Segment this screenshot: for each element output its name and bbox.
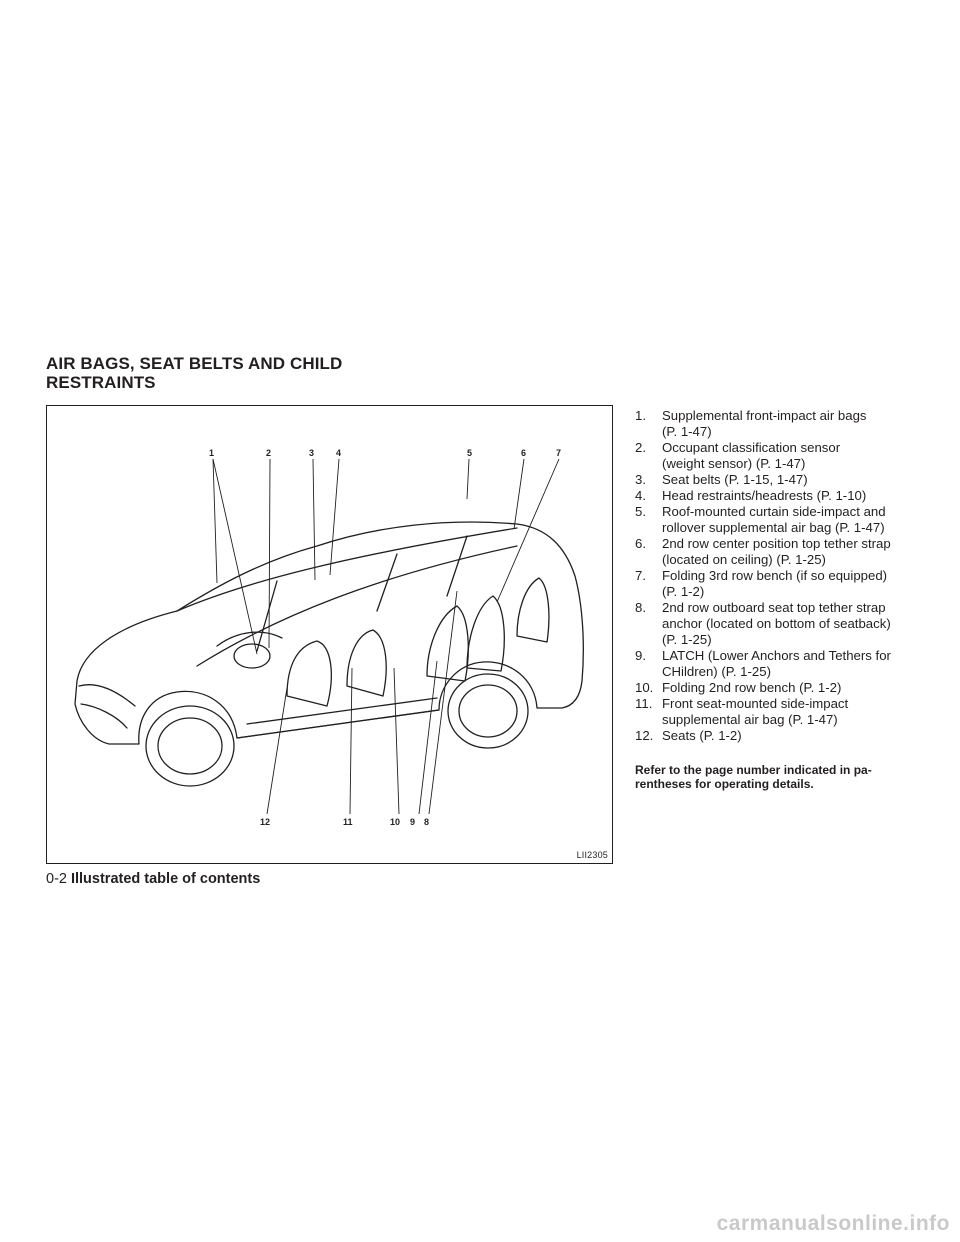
legend-num: 5. (635, 504, 646, 519)
legend-num: 4. (635, 488, 646, 503)
legend-num: 1. (635, 408, 646, 423)
reference-note: Refer to the page number indicated in pa… (635, 763, 935, 791)
legend-num: 11. (635, 696, 653, 711)
legend-text: LATCH (Lower Anchors and Tethers for (662, 648, 891, 663)
legend-item-1: 1. Supplemental front-impact air bags(P. … (635, 408, 925, 440)
callout-3: 3 (309, 448, 314, 458)
legend-num: 3. (635, 472, 646, 487)
callout-6: 6 (521, 448, 526, 458)
legend-num: 9. (635, 648, 646, 663)
legend-text: Front seat-mounted side-impact (662, 696, 849, 711)
section-title-line-2: RESTRAINTS (46, 373, 156, 392)
callout-11: 11 (343, 817, 353, 827)
legend-num: 6. (635, 536, 646, 551)
legend-text: (weight sensor) (P. 1-47) (662, 456, 806, 471)
legend-text: (P. 1-25) (662, 632, 712, 647)
legend-text: Supplemental front-impact air bags (662, 408, 867, 423)
legend-text: (located on ceiling) (P. 1-25) (662, 552, 826, 567)
callout-2: 2 (266, 448, 271, 458)
callout-9: 9 (410, 817, 415, 827)
legend-item-2: 2. Occupant classification sensor(weight … (635, 440, 925, 472)
front-seat-shape (286, 640, 332, 707)
note-line-2: rentheses for operating details. (635, 777, 814, 791)
callout-4: 4 (336, 448, 341, 458)
legend-text: (P. 1-2) (662, 584, 705, 599)
legend-num: 8. (635, 600, 646, 615)
watermark: carmanualsonline.info (716, 1212, 950, 1235)
legend-item-8: 8. 2nd row outboard seat top tether strap… (635, 600, 925, 648)
legend-num: 2. (635, 440, 646, 455)
second-row-seat-shape (426, 605, 469, 682)
callout-1: 1 (209, 448, 214, 458)
legend-text: Seats (P. 1-2) (662, 728, 742, 743)
legend-item-10: 10. Folding 2nd row bench (P. 1-2) (635, 680, 925, 696)
legend-list: 1.Supplemental front-impact air bags(P. … (635, 408, 925, 744)
legend-text: Occupant classification sensor (662, 440, 841, 455)
legend-num: 7. (635, 568, 646, 583)
legend-text: (P. 1-47) (662, 424, 712, 439)
legend-item-3: 3. Seat belts (P. 1-15, 1-47) (635, 472, 925, 488)
legend-text: Head restraints/headrests (P. 1-10) (662, 488, 867, 503)
legend-text: Seat belts (P. 1-15, 1-47) (662, 472, 808, 487)
rear-wheel-shape (447, 673, 529, 749)
page-number: 0-2 (46, 871, 67, 887)
legend-num: 10. (635, 680, 654, 695)
callout-5: 5 (467, 448, 472, 458)
note-line-1: Refer to the page number indicated in pa… (635, 763, 872, 777)
legend-item-6: 6. 2nd row center position top tether str… (635, 536, 925, 568)
legend-text: supplemental air bag (P. 1-47) (662, 712, 838, 727)
body-outline-shape (74, 521, 584, 745)
legend-text: rollover supplemental air bag (P. 1-47) (662, 520, 885, 535)
legend-text: 2nd row center position top tether strap (662, 536, 891, 551)
legend-text: anchor (located on bottom of seatback) (662, 616, 891, 631)
figure-code: LII2305 (576, 850, 608, 860)
callout-7: 7 (556, 448, 561, 458)
legend-text: Folding 2nd row bench (P. 1-2) (662, 680, 842, 695)
chapter-title: Illustrated table of contents (70, 871, 261, 887)
callout-8: 8 (424, 817, 429, 827)
legend-text: Roof-mounted curtain side-impact and (662, 504, 886, 519)
third-row-seat-shape (516, 577, 550, 643)
legend-item-4: 4. Head restraints/headrests (P. 1-10) (635, 488, 925, 504)
front-wheel-shape (145, 705, 235, 787)
vehicle-illustration: 1 2 3 4 5 6 7 12 11 10 9 8 LII2305 (46, 405, 613, 864)
section-title-line-1: AIR BAGS, SEAT BELTS AND CHILD (46, 354, 343, 373)
legend-text: CHildren) (P. 1-25) (662, 664, 771, 679)
callout-12: 12 (260, 817, 270, 827)
vehicle-drawing: 1 2 3 4 5 6 7 12 11 10 9 8 (74, 448, 584, 827)
legend-item-7: 7. Folding 3rd row bench (if so equipped)… (635, 568, 925, 600)
legend-text: Folding 3rd row bench (if so equipped) (662, 568, 888, 583)
legend-text: 2nd row outboard seat top tether strap (662, 600, 886, 615)
callout-10: 10 (390, 817, 400, 827)
legend-num: 12. (635, 728, 654, 743)
legend-item-12: 12. Seats (P. 1-2) (635, 728, 925, 744)
section-title: AIR BAGS, SEAT BELTS AND CHILD RESTRAINT… (46, 354, 466, 392)
